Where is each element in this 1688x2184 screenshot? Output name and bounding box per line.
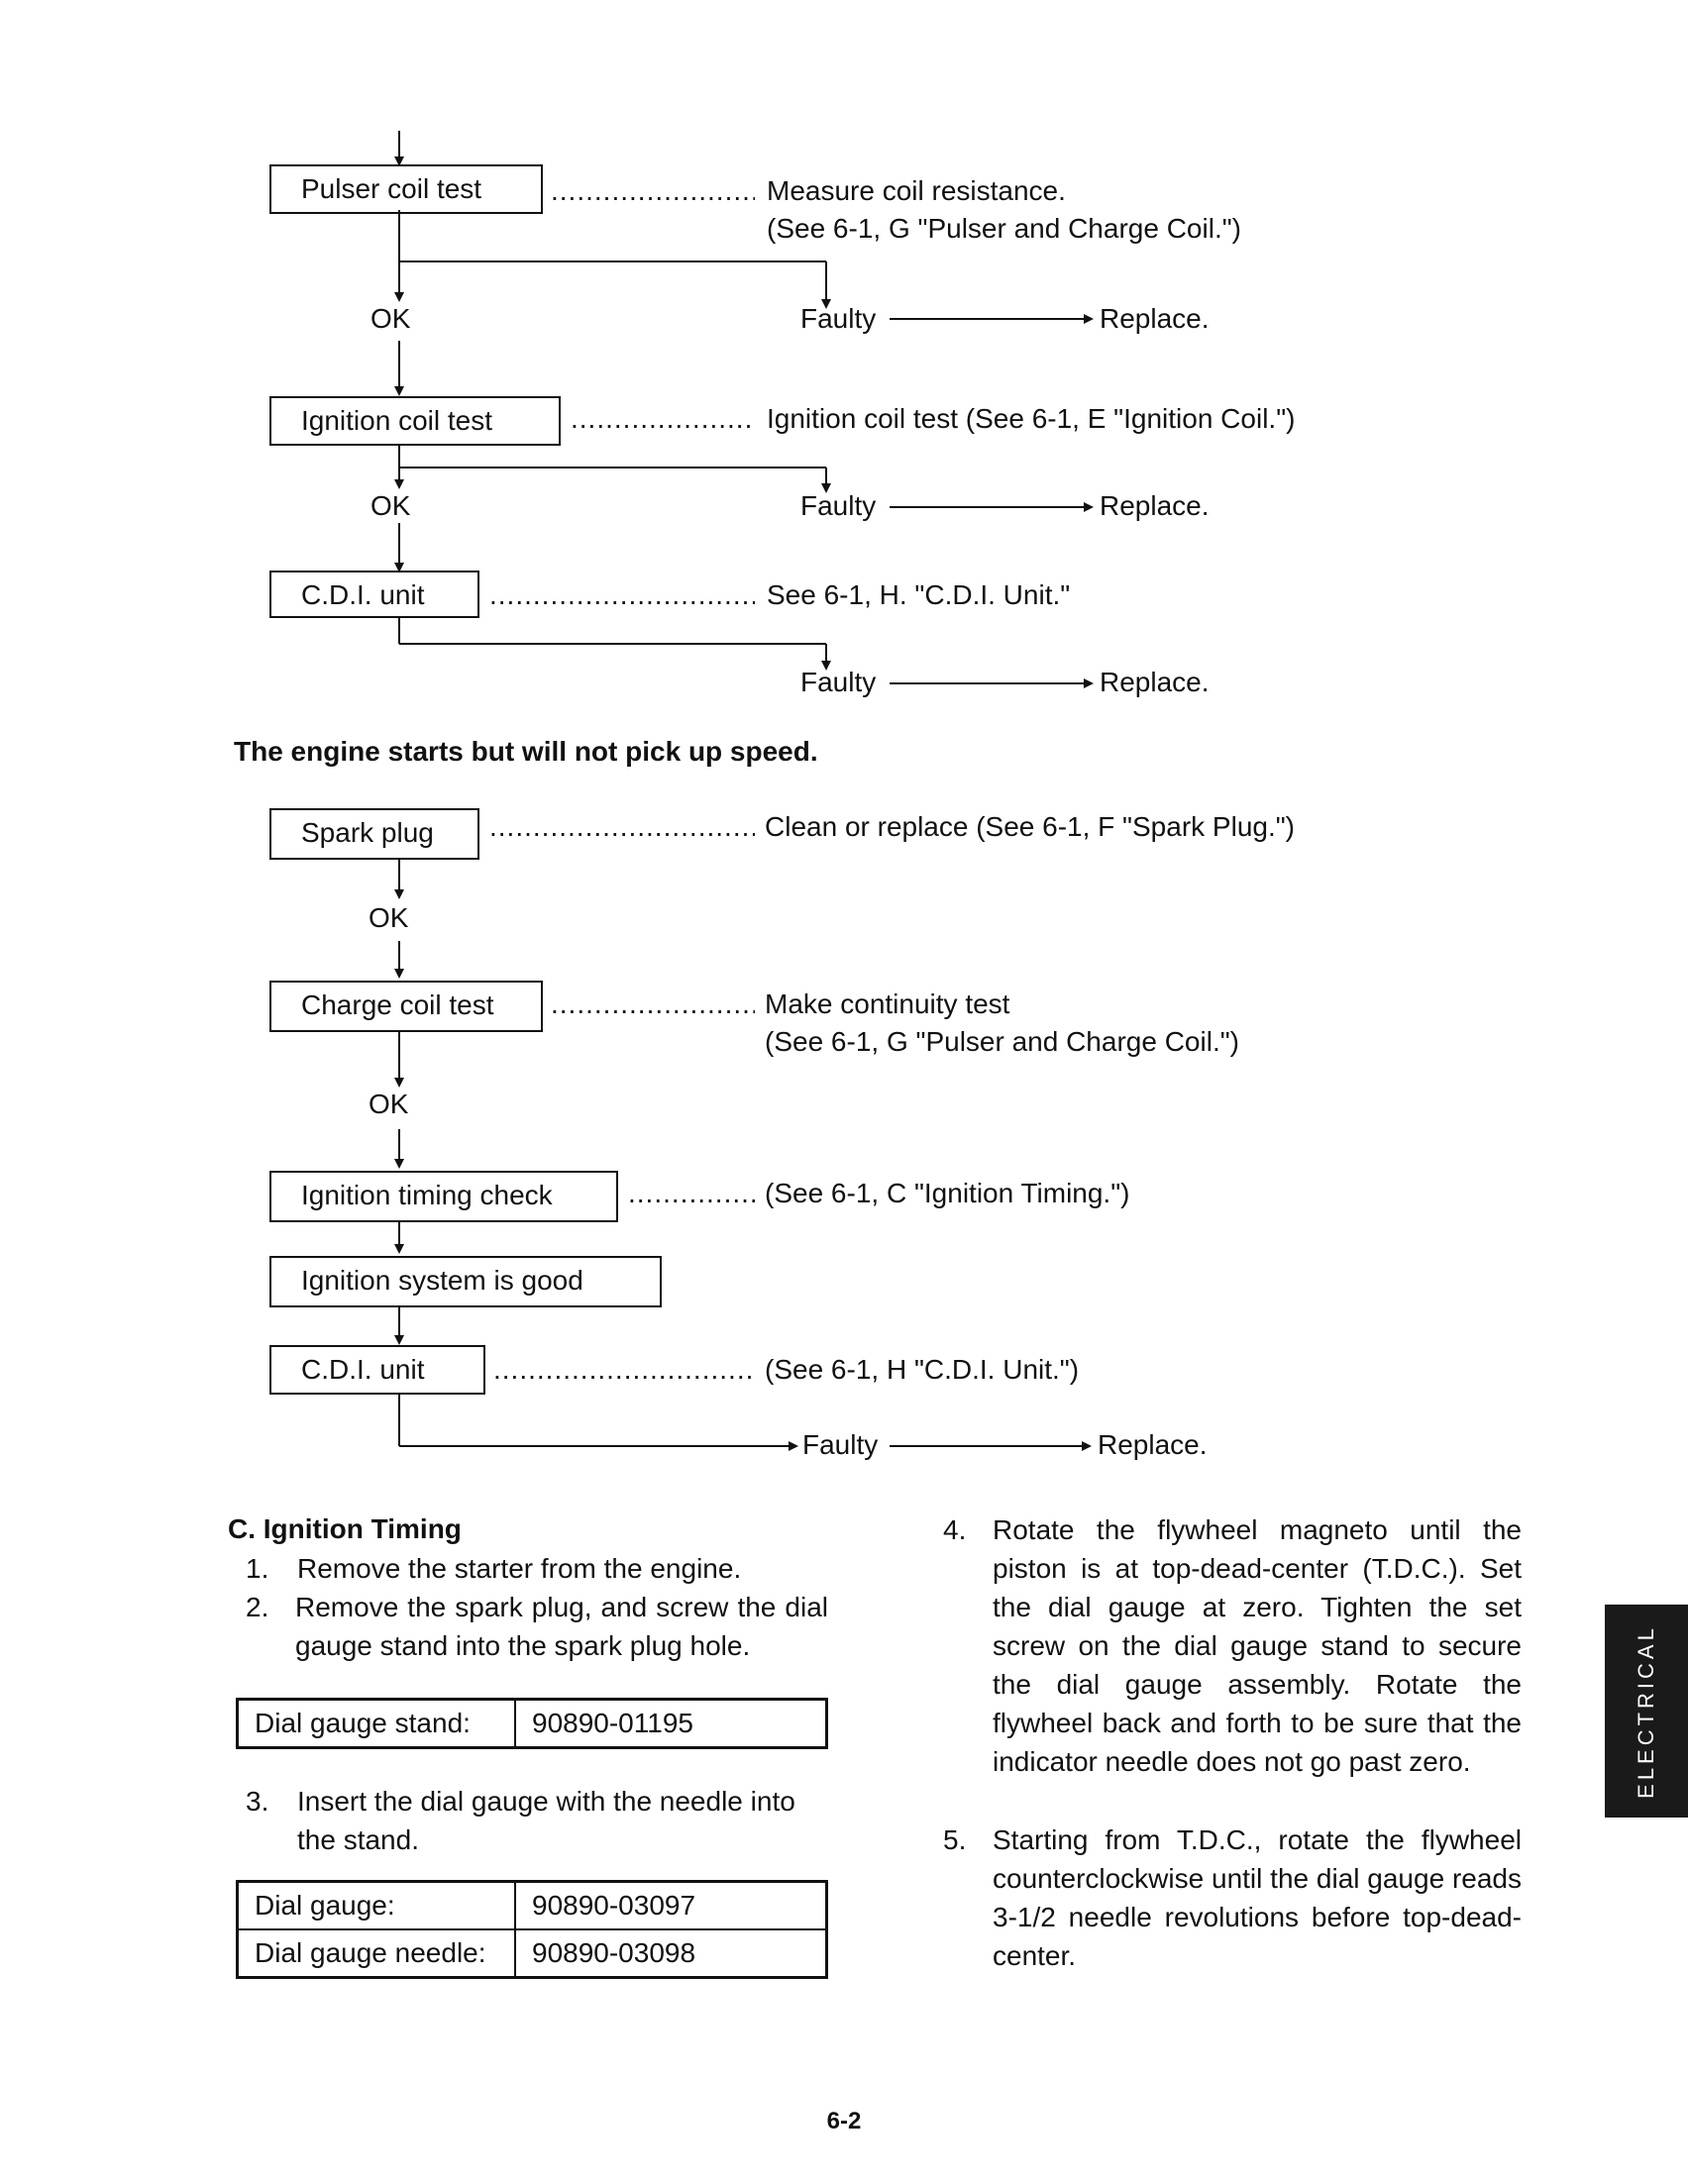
ignition-coil-test-box: Ignition coil test xyxy=(269,396,561,446)
spec-part-number: 90890-03098 xyxy=(514,1928,828,1979)
charge-coil-note-line1: Make continuity test xyxy=(765,988,1010,1019)
leader-dots: ........................................… xyxy=(571,403,755,434)
cdi-unit-note: See 6-1, H. "C.D.I. Unit." xyxy=(767,579,1071,610)
spec-label: Dial gauge needle: xyxy=(236,1928,516,1979)
leader-dots: ........................................… xyxy=(493,1354,755,1385)
page-number: 6-2 xyxy=(826,2108,862,2134)
cdi-unit-box: C.D.I. unit xyxy=(269,571,479,618)
faulty-label: Faulty xyxy=(800,303,877,334)
dial-gauge-stand-table: Dial gauge stand: 90890-01195 xyxy=(236,1698,828,1749)
spec-part-number: 90890-01195 xyxy=(514,1698,828,1749)
section-side-tab: ELECTRICAL xyxy=(1605,1605,1688,1818)
pulser-note-line2: (See 6-1, G "Pulser and Charge Coil.") xyxy=(767,213,1241,244)
ok-label: OK xyxy=(370,490,411,521)
step-2-text: Remove the spark plug, and screw the dia… xyxy=(295,1592,828,1661)
cdi-unit-note: (See 6-1, H "C.D.I. Unit.") xyxy=(765,1354,1080,1385)
dial-gauge-table: Dial gauge: 90890-03097 Dial gauge needl… xyxy=(236,1880,828,1979)
step-3-text: Insert the dial gauge with the needle in… xyxy=(297,1786,795,1855)
step-number: 3. xyxy=(246,1786,269,1817)
spec-label: Dial gauge stand: xyxy=(236,1698,516,1749)
replace-label: Replace. xyxy=(1100,303,1210,334)
ignition-timing-check-box: Ignition timing check xyxy=(269,1171,618,1222)
ignition-timing-note: (See 6-1, C "Ignition Timing.") xyxy=(765,1178,1130,1208)
pulser-note-line1: Measure coil resistance. xyxy=(767,175,1066,206)
replace-label: Replace. xyxy=(1100,667,1210,697)
charge-coil-note-line2: (See 6-1, G "Pulser and Charge Coil.") xyxy=(765,1026,1239,1057)
step-1-text: Remove the starter from the engine. xyxy=(297,1553,742,1584)
faulty-label: Faulty xyxy=(800,490,877,521)
leader-dots: ........................................… xyxy=(551,988,755,1019)
ok-label: OK xyxy=(369,902,409,933)
step-4-text: Rotate the flywheel magneto until the pi… xyxy=(993,1514,1522,1777)
cdi-unit-box: C.D.I. unit xyxy=(269,1345,485,1395)
step-5-text: Starting from T.D.C., rotate the flywhee… xyxy=(993,1824,1522,1971)
replace-label: Replace. xyxy=(1100,490,1210,521)
spark-plug-note: Clean or replace (See 6-1, F "Spark Plug… xyxy=(765,811,1296,842)
ignition-timing-heading: C. Ignition Timing xyxy=(228,1513,462,1544)
spec-part-number: 90890-03097 xyxy=(514,1880,828,1930)
ok-label: OK xyxy=(370,303,411,334)
step-number: 4. xyxy=(943,1514,967,1545)
charge-coil-test-box: Charge coil test xyxy=(269,981,543,1032)
step-number: 2. xyxy=(246,1592,269,1622)
table-row: Dial gauge: 90890-03097 xyxy=(236,1880,828,1930)
step-number: 5. xyxy=(943,1824,967,1855)
table-row: Dial gauge needle: 90890-03098 xyxy=(236,1928,828,1979)
ignition-system-good-box: Ignition system is good xyxy=(269,1256,662,1307)
spec-label: Dial gauge: xyxy=(236,1880,516,1930)
leader-dots: ........................................… xyxy=(489,579,755,610)
pulser-coil-test-box: Pulser coil test xyxy=(269,164,543,214)
leader-dots: .............................. xyxy=(628,1178,755,1208)
ok-label: OK xyxy=(369,1089,409,1119)
leader-dots: ........................................… xyxy=(489,811,755,842)
step-number: 1. xyxy=(246,1553,269,1584)
faulty-label: Faulty xyxy=(800,667,877,697)
section-heading: The engine starts but will not pick up s… xyxy=(234,736,818,767)
spark-plug-box: Spark plug xyxy=(269,808,479,860)
side-tab-label: ELECTRICAL xyxy=(1634,1624,1658,1799)
replace-label: Replace. xyxy=(1098,1429,1208,1460)
ignition-coil-note: Ignition coil test (See 6-1, E "Ignition… xyxy=(767,403,1296,434)
table-row: Dial gauge stand: 90890-01195 xyxy=(236,1698,828,1749)
faulty-label: Faulty xyxy=(802,1429,879,1460)
flowchart-connectors xyxy=(394,131,1094,1451)
leader-dots: ........................................… xyxy=(551,175,755,206)
